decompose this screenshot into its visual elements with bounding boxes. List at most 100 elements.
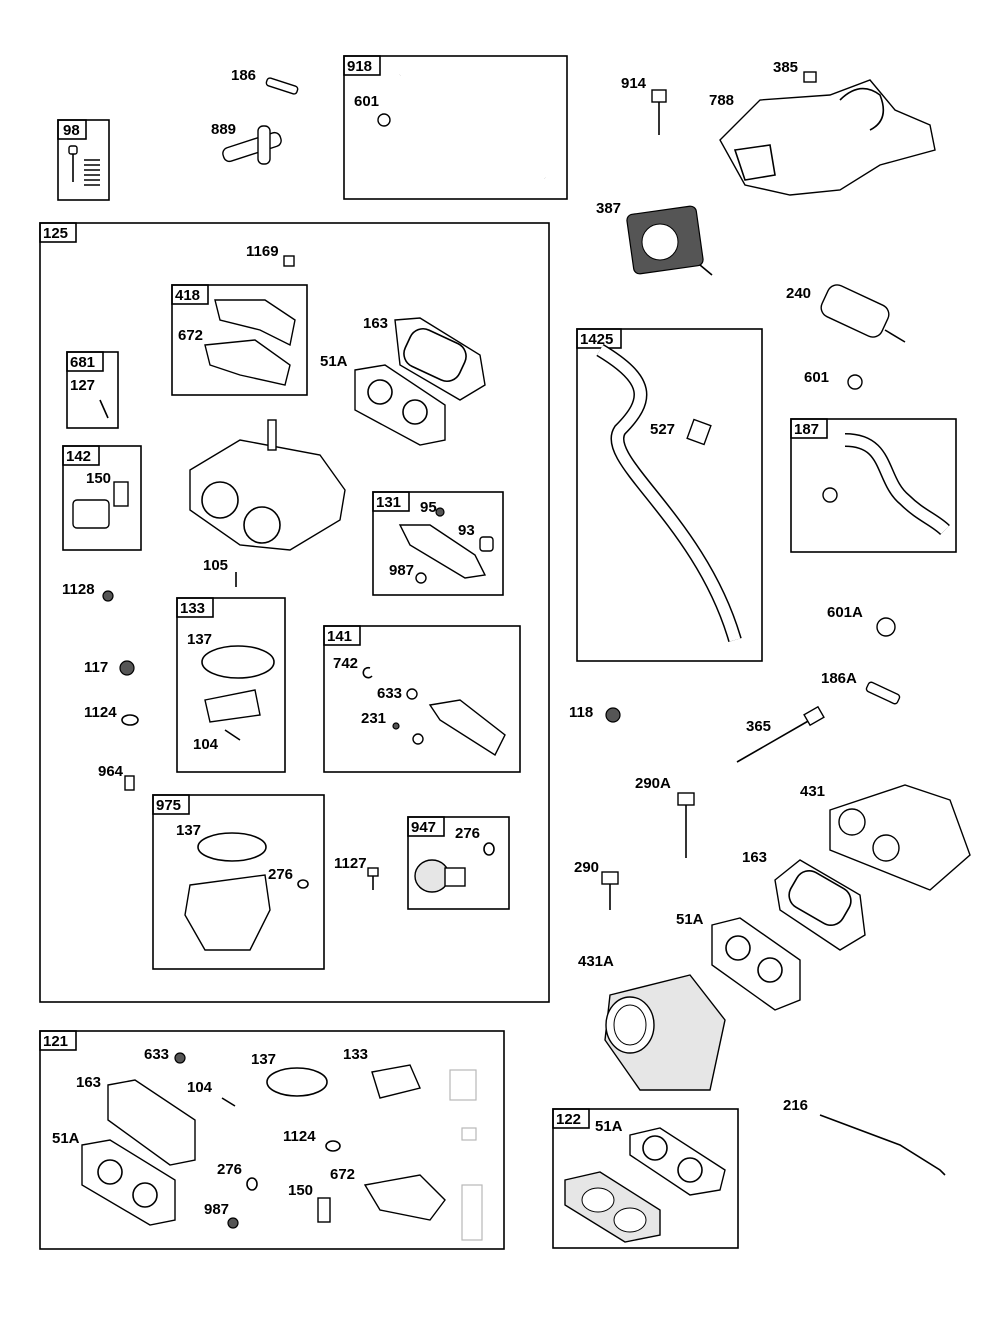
part-122-kit-parts [564, 1127, 726, 1243]
callout-137: 137 [251, 1051, 276, 1068]
callout-150: 150 [86, 470, 111, 487]
callout-290A: 290A [635, 775, 671, 792]
part-947-solenoid [414, 842, 495, 893]
kit-label-133: 133 [180, 600, 205, 617]
callout-633: 633 [144, 1046, 169, 1063]
callout-742: 742 [333, 655, 358, 672]
part-163-gasket [774, 859, 866, 951]
part-98-screw-spring [68, 145, 100, 186]
callout-231: 231 [361, 710, 386, 727]
part-216-rod [819, 1114, 946, 1176]
callout-431: 431 [800, 783, 825, 800]
part-133-kit-parts [201, 645, 275, 741]
callout-163: 163 [363, 315, 388, 332]
part-1127-screw [367, 867, 379, 890]
callout-163: 163 [76, 1074, 101, 1091]
part-387-fuel-pump [626, 205, 713, 276]
part-889-tee [222, 125, 282, 165]
kit-label-122: 122 [556, 1111, 581, 1128]
kit-label-681: 681 [70, 354, 95, 371]
part-601-clamp [847, 374, 863, 390]
callout-1127: 1127 [334, 855, 367, 872]
callout-276: 276 [455, 825, 480, 842]
callout-527: 527 [650, 421, 675, 438]
callout-987: 987 [204, 1201, 229, 1218]
part-431-manifold [829, 784, 971, 891]
callout-290: 290 [574, 859, 599, 876]
callout-1124: 1124 [283, 1128, 316, 1145]
part-141-kit-parts [362, 666, 506, 757]
callout-137: 137 [187, 631, 212, 648]
part-601A-clamp [876, 617, 896, 637]
callout-240: 240 [786, 285, 811, 302]
callout-labels: 186 889 601 914 385 788 387 240 601 527 … [52, 59, 863, 1218]
callout-601: 601 [354, 93, 379, 110]
callout-51A: 51A [52, 1130, 80, 1147]
part-240-filter [820, 284, 906, 343]
callout-104: 104 [187, 1079, 213, 1096]
callout-1169: 1169 [246, 243, 279, 260]
part-1425-hose [596, 343, 742, 642]
callout-1128: 1128 [62, 581, 95, 598]
part-163-gasket-kit [394, 317, 486, 401]
callout-117: 117 [84, 659, 108, 676]
part-186A-fitting [865, 681, 901, 705]
kit-label-918: 918 [347, 58, 372, 75]
part-187-hose [822, 433, 950, 536]
kit-label-187: 187 [794, 421, 819, 438]
part-290A-bolt [677, 792, 695, 858]
part-431A-throttle-body [604, 974, 726, 1091]
callout-51A: 51A [676, 911, 704, 928]
callout-276: 276 [268, 866, 293, 883]
callout-118: 118 [569, 704, 593, 721]
callout-672: 672 [330, 1166, 355, 1183]
callout-385: 385 [773, 59, 798, 76]
callout-365: 365 [746, 718, 771, 735]
part-1124-washer [121, 714, 139, 726]
kit-label-1425: 1425 [580, 331, 613, 348]
part-788-bracket [719, 79, 936, 196]
kit-label-418: 418 [175, 287, 200, 304]
part-385-screw [803, 71, 817, 83]
callout-137: 137 [176, 822, 201, 839]
callout-163: 163 [742, 849, 767, 866]
callout-186: 186 [231, 67, 256, 84]
callout-633: 633 [377, 685, 402, 702]
part-975-kit-parts [184, 832, 309, 951]
callout-788: 788 [709, 92, 734, 109]
part-127-needle [99, 399, 109, 419]
part-365-bolt [736, 705, 825, 763]
part-290-bolt [601, 871, 619, 910]
callout-51A: 51A [320, 353, 348, 370]
kit-label-125: 125 [43, 225, 68, 242]
kit-label-142: 142 [66, 448, 91, 465]
part-131-lever [398, 507, 494, 584]
kit-label-975: 975 [156, 797, 181, 814]
part-51A-gasket-kit [354, 364, 446, 446]
kit-label-98: 98 [63, 122, 80, 139]
callout-133: 133 [343, 1046, 368, 1063]
part-121-kit-parts [81, 1052, 483, 1241]
callout-93: 93 [458, 522, 475, 539]
part-964-pin [124, 775, 135, 791]
kit-boxes [39, 55, 957, 1250]
callout-150: 150 [288, 1182, 313, 1199]
callout-105: 105 [203, 557, 228, 574]
callout-216: 216 [783, 1097, 808, 1114]
part-1169-screw [283, 255, 295, 267]
callout-1124: 1124 [84, 704, 117, 721]
kit-label-141: 141 [327, 628, 352, 645]
kit-label-131: 131 [376, 494, 401, 511]
callout-672: 672 [178, 327, 203, 344]
callout-387: 387 [596, 200, 621, 217]
part-carburetor-body [189, 419, 346, 551]
kit-tabs [39, 55, 828, 1129]
callout-914: 914 [621, 75, 647, 92]
part-51A-gasket [711, 917, 801, 1011]
part-1128-plug [102, 590, 114, 602]
kit-label-947: 947 [411, 819, 436, 836]
part-186-fitting [265, 77, 299, 95]
callout-95: 95 [420, 499, 437, 516]
callout-51A: 51A [595, 1118, 623, 1135]
